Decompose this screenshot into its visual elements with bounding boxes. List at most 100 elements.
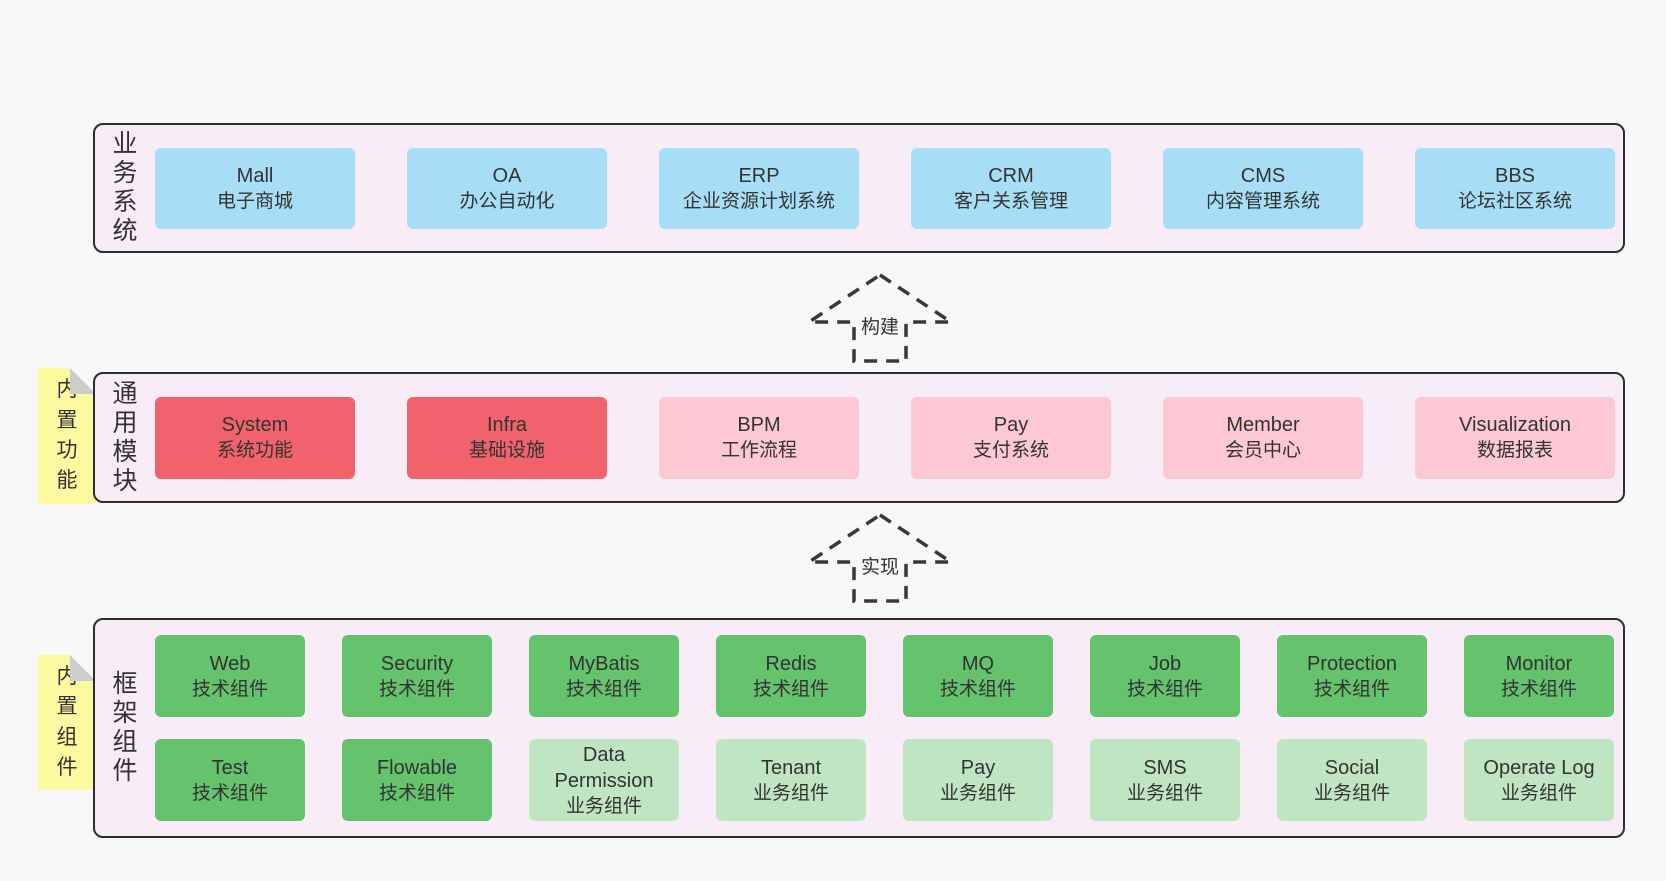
box-subtitle: 技术组件 [1126, 678, 1203, 700]
layer-label-column: 框架组件 [95, 670, 155, 786]
sticky-note-built-in-features: 内置功能 [38, 368, 96, 504]
box-subtitle: 客户关系管理 [953, 190, 1068, 212]
layer-common-modules: 通用模块 System 系统功能 Infra 基础设施 BPM 工作流程 Pay… [93, 372, 1625, 503]
layer-business-label: 业务系统 [112, 130, 138, 245]
box-title: Test [211, 756, 249, 779]
box-title: Pay [993, 414, 1029, 436]
box-subtitle: 业务组件 [752, 782, 829, 804]
box-security: Security 技术组件 [342, 635, 492, 717]
box-title: Social [1324, 756, 1380, 779]
box-subtitle: 支付系统 [972, 440, 1049, 461]
box-subtitle: 内容管理系统 [1205, 190, 1320, 212]
layer-framework-components: 框架组件 Web 技术组件 Security 技术组件 MyBatis 技术组件… [93, 618, 1625, 838]
box-tenant: Tenant 业务组件 [716, 739, 866, 821]
arrow-build: 构建 [805, 272, 955, 364]
box-redis: Redis 技术组件 [716, 635, 866, 717]
sticky-note-built-in-components: 内置组件 [38, 655, 96, 790]
layer-label-column: 通用模块 [95, 380, 155, 496]
box-subtitle: 技术组件 [939, 678, 1016, 700]
box-member: Member 会员中心 [1163, 396, 1363, 479]
box-infra: Infra 基础设施 [407, 396, 607, 479]
framework-rows: Web 技术组件 Security 技术组件 MyBatis 技术组件 Redi… [155, 635, 1614, 821]
arrow-implement-label: 实现 [857, 552, 903, 579]
modules-boxes-row: System 系统功能 Infra 基础设施 BPM 工作流程 Pay 支付系统… [155, 396, 1615, 479]
box-subtitle: 技术组件 [752, 678, 829, 700]
box-title: System [221, 414, 289, 436]
box-crm: CRM 客户关系管理 [911, 147, 1111, 229]
box-cms: CMS 内容管理系统 [1163, 147, 1363, 229]
box-title: ERP [738, 164, 780, 187]
box-title: Member [1226, 414, 1300, 436]
box-title: Job [1148, 652, 1182, 675]
framework-row-1: Web 技术组件 Security 技术组件 MyBatis 技术组件 Redi… [155, 635, 1614, 717]
box-title: Pay [960, 756, 996, 779]
box-title: Web [209, 652, 251, 675]
box-title: CRM [988, 164, 1034, 187]
box-system: System 系统功能 [155, 396, 355, 479]
box-monitor: Monitor 技术组件 [1464, 635, 1614, 717]
box-title: OA [492, 164, 522, 187]
box-operate-log: Operate Log 业务组件 [1464, 739, 1614, 821]
box-bpm: BPM 工作流程 [659, 396, 859, 479]
business-boxes-row: Mall 电子商城 OA 办公自动化 ERP 企业资源计划系统 CRM 客户关系… [155, 147, 1615, 229]
box-title: Data Permission [554, 743, 654, 792]
box-web: Web 技术组件 [155, 635, 305, 717]
box-pay-system: Pay 支付系统 [911, 396, 1111, 479]
box-title: MyBatis [568, 652, 640, 675]
arrow-implement: 实现 [805, 512, 955, 604]
box-subtitle: 技术组件 [1313, 678, 1390, 700]
layer-business-systems: 业务系统 Mall 电子商城 OA 办公自动化 ERP 企业资源计划系统 CRM… [93, 123, 1625, 253]
box-title: Redis [765, 652, 817, 675]
box-subtitle: 业务组件 [939, 782, 1016, 804]
box-data-permission: Data Permission 业务组件 [529, 739, 679, 821]
box-subtitle: 数据报表 [1476, 440, 1553, 461]
box-bbs: BBS 论坛社区系统 [1415, 147, 1615, 229]
box-subtitle: 业务组件 [1500, 782, 1577, 804]
box-sms: SMS 业务组件 [1090, 739, 1240, 821]
box-social: Social 业务组件 [1277, 739, 1427, 821]
arrow-up-icon [805, 512, 955, 603]
box-erp: ERP 企业资源计划系统 [659, 147, 859, 229]
box-flowable: Flowable 技术组件 [342, 739, 492, 821]
box-subtitle: 企业资源计划系统 [682, 190, 835, 212]
layer-modules-label: 通用模块 [112, 379, 138, 495]
box-title: Security [380, 652, 454, 675]
box-title: Monitor [1505, 652, 1573, 675]
box-subtitle: 技术组件 [378, 678, 455, 700]
box-subtitle: 工作流程 [720, 440, 797, 461]
framework-row-2: Test 技术组件 Flowable 技术组件 Data Permission … [155, 739, 1614, 821]
layer-framework-label: 框架组件 [112, 670, 138, 785]
layer-label-column: 业务系统 [95, 130, 155, 246]
box-subtitle: 系统功能 [216, 440, 293, 461]
box-subtitle: 办公自动化 [459, 190, 555, 212]
box-title: Protection [1306, 652, 1398, 675]
box-title: Visualization [1459, 414, 1571, 436]
box-mq: MQ 技术组件 [903, 635, 1053, 717]
box-title: Tenant [760, 756, 822, 779]
box-subtitle: 业务组件 [1313, 782, 1390, 804]
box-title: CMS [1240, 164, 1286, 187]
box-mybatis: MyBatis 技术组件 [529, 635, 679, 717]
box-job: Job 技术组件 [1090, 635, 1240, 717]
box-mall: Mall 电子商城 [155, 147, 355, 229]
box-subtitle: 技术组件 [191, 678, 268, 700]
box-title: BBS [1494, 164, 1536, 187]
box-subtitle: 技术组件 [1500, 678, 1577, 700]
box-title: SMS [1143, 756, 1187, 779]
box-title: Infra [486, 414, 528, 436]
box-title: Mall [236, 164, 274, 187]
box-subtitle: 技术组件 [191, 782, 268, 804]
box-test: Test 技术组件 [155, 739, 305, 821]
arrow-build-label: 构建 [857, 312, 903, 339]
box-subtitle: 论坛社区系统 [1457, 190, 1572, 212]
box-subtitle: 基础设施 [468, 440, 545, 461]
box-subtitle: 技术组件 [565, 678, 642, 700]
box-pay-component: Pay 业务组件 [903, 739, 1053, 821]
box-title: BPM [737, 414, 781, 436]
box-subtitle: 技术组件 [378, 782, 455, 804]
box-subtitle: 会员中心 [1224, 440, 1301, 461]
box-title: Flowable [376, 756, 458, 779]
box-title: MQ [961, 652, 995, 675]
box-subtitle: 业务组件 [1126, 782, 1203, 804]
arrow-up-icon [805, 272, 955, 363]
